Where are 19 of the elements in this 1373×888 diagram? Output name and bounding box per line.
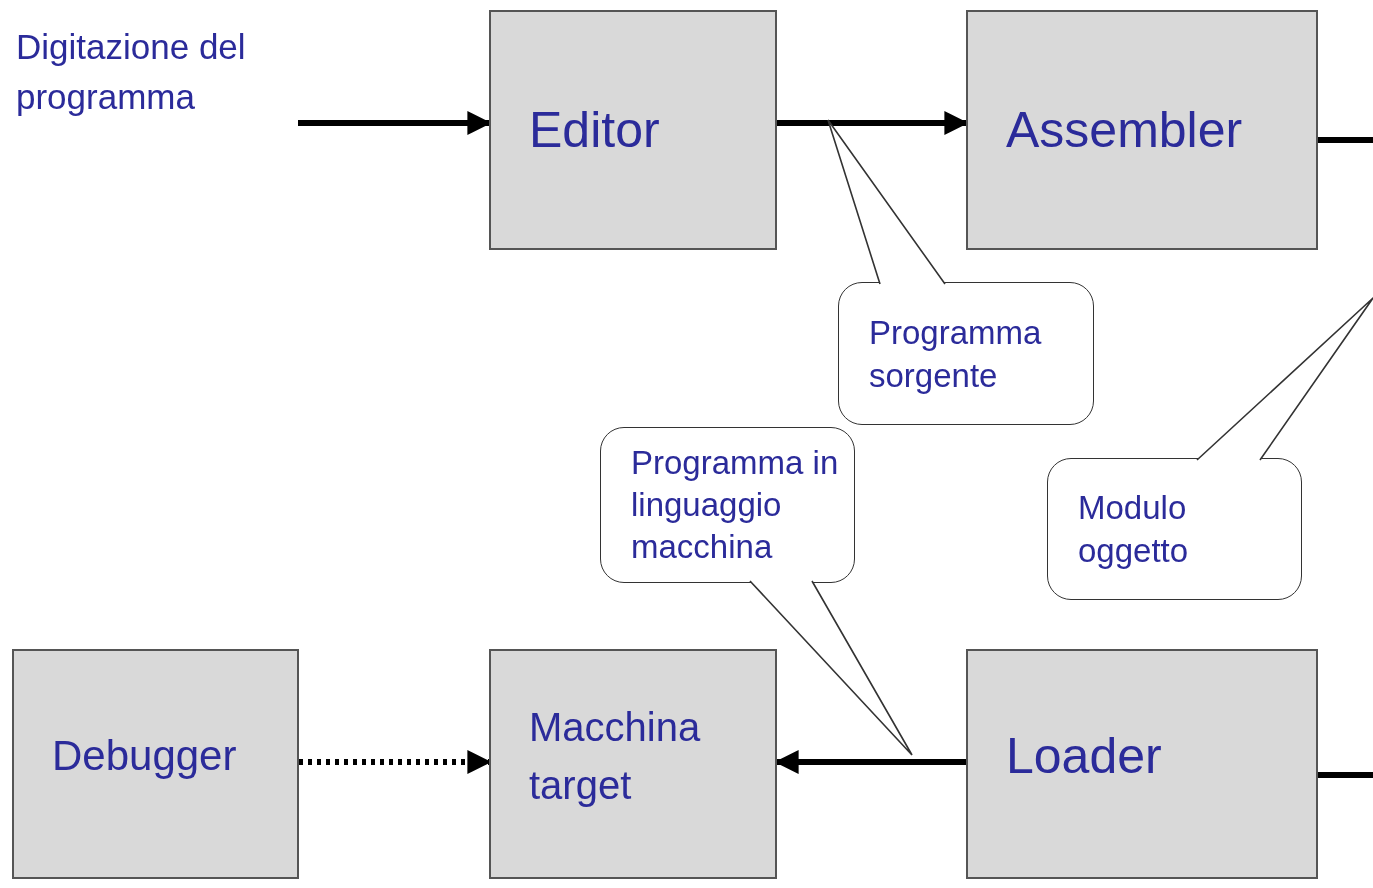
connector-line: [1318, 137, 1373, 143]
callout-text: Programma sorgente: [869, 312, 1043, 396]
box-label: Loader: [1006, 727, 1163, 785]
process-box: [966, 649, 1318, 879]
callout-bubble: [838, 282, 1094, 425]
callout-bubble: [600, 427, 855, 583]
process-box: [489, 649, 777, 879]
box-label: Debugger: [52, 731, 238, 781]
process-box: [12, 649, 299, 879]
callout-text: Modulo oggetto: [1078, 488, 1190, 571]
callout-text: Programma in linguaggio macchina: [631, 443, 840, 567]
process-box: [966, 10, 1318, 250]
box-label: Macchina target: [529, 704, 702, 809]
box-label: Editor: [529, 101, 661, 159]
box-label: Assembler: [1006, 101, 1244, 159]
connector-line: [1318, 772, 1373, 778]
process-box: [489, 10, 777, 250]
callout-bubble: [1047, 458, 1302, 600]
label-text: Digitazione del programma: [16, 26, 247, 118]
